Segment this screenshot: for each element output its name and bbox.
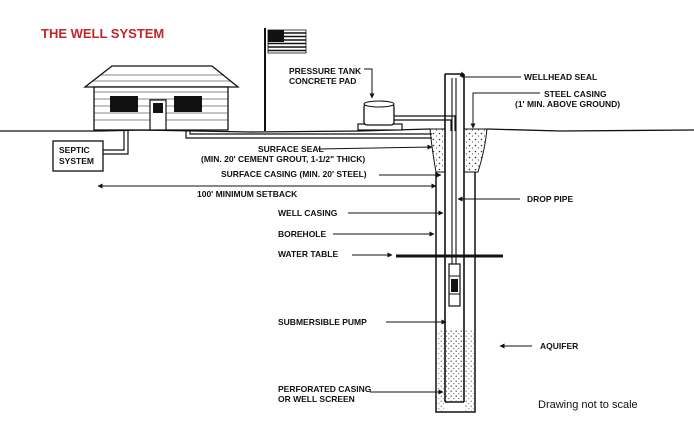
drop-pipe-label: DROP PIPE	[527, 194, 573, 204]
drop-pipe	[451, 78, 457, 264]
pressure-tank-label-line2: CONCRETE PAD	[289, 76, 356, 86]
steel-casing-label-line2: (1' MIN. ABOVE GROUND)	[515, 99, 620, 109]
septic-label-line2: SYSTEM	[59, 156, 94, 166]
borehole-label: BOREHOLE	[278, 229, 327, 239]
setback-dimension: 100' MINIMUM SETBACK	[97, 183, 437, 199]
well-screen	[437, 330, 474, 411]
not-to-scale-note: Drawing not to scale	[538, 399, 638, 411]
surface-seal-label-line1: SURFACE SEAL	[258, 144, 324, 154]
wellhead-seal-label: WELLHEAD SEAL	[524, 72, 597, 82]
setback-label: 100' MINIMUM SETBACK	[197, 189, 298, 199]
pressure-tank	[357, 100, 456, 131]
septic-label-line1: SEPTIC	[59, 145, 90, 155]
water-line-to-house	[185, 131, 432, 139]
pressure-tank-leader	[364, 68, 375, 99]
surface-casing-label: SURFACE CASING (MIN. 20' STEEL)	[221, 169, 367, 179]
aquifer-label: AQUIFER	[540, 341, 578, 351]
steel-casing-label-line1: STEEL CASING	[544, 89, 607, 99]
diagram-title: THE WELL SYSTEM	[41, 26, 164, 41]
septic-system: SEPTIC SYSTEM	[52, 131, 129, 172]
surface-seal	[429, 128, 488, 173]
house	[83, 65, 240, 131]
wellhead-seal-leader	[459, 71, 521, 78]
screen-label-line1: PERFORATED CASING	[278, 384, 372, 394]
surface-seal-label-line2: (MIN. 20' CEMENT GROUT, 1-1/2" THICK)	[201, 154, 365, 164]
pressure-tank-label-line1: PRESSURE TANK	[289, 66, 362, 76]
water-table-label: WATER TABLE	[278, 249, 338, 259]
submersible-pump	[448, 263, 461, 307]
screen-label-line2: OR WELL SCREEN	[278, 394, 355, 404]
steel-casing-leader	[470, 92, 540, 129]
well-casing-label: WELL CASING	[278, 208, 338, 218]
submersible-pump-label: SUBMERSIBLE PUMP	[278, 317, 367, 327]
ground-surface	[0, 128, 694, 133]
well-casing	[435, 73, 476, 413]
flag	[264, 28, 307, 131]
surface-seal-leader	[317, 144, 433, 150]
